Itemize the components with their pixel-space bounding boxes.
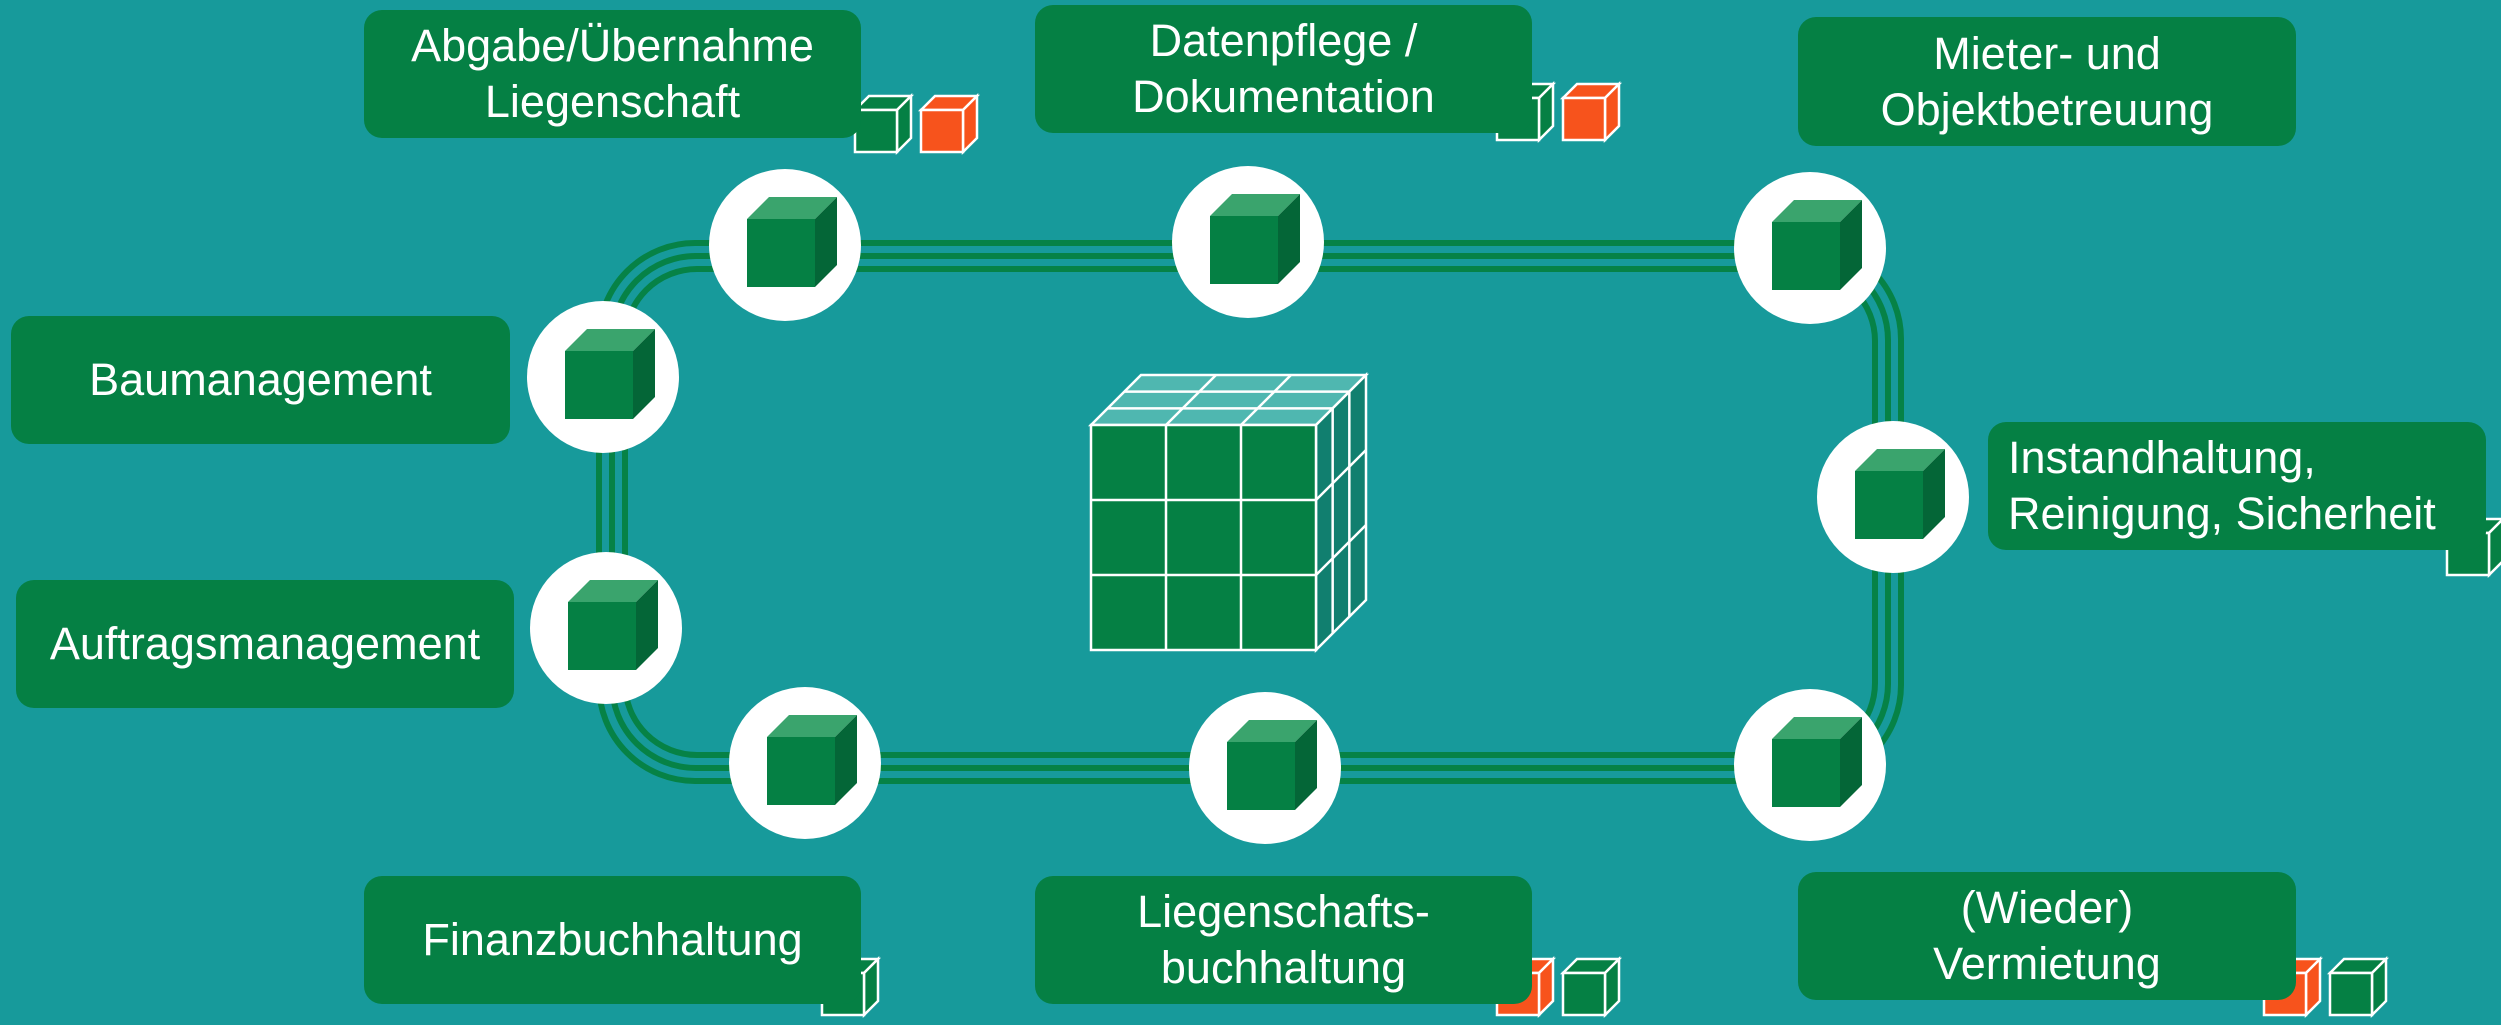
node-marker (1172, 166, 1324, 318)
label-line: Mieter- und (1933, 27, 2161, 79)
label-line: Liegenschafts- (1137, 886, 1430, 937)
label-abgabe-uebernahme: Abgabe/Übernahme Liegenschaft (364, 10, 861, 138)
cube-top-face (1772, 200, 1862, 222)
cube-front-face (767, 737, 835, 805)
cube-top-face (565, 329, 655, 351)
cube-side-face (1923, 449, 1945, 539)
central-cube-front (1089, 423, 1318, 652)
cube-icon (1210, 194, 1300, 284)
cube-top-face (1855, 449, 1945, 471)
badge-cube-green-icon (2326, 955, 2390, 1019)
node-marker (530, 552, 682, 704)
label-auftragsmanagement: Auftragsmanagement (16, 580, 514, 708)
label-baumanagement: Baumanagement (11, 316, 510, 444)
label-line: Baumanagement (89, 354, 432, 405)
label-line: (Wieder) (1960, 882, 2134, 933)
label-line: buchhaltung (1160, 942, 1407, 993)
label-wieder-vermietung: (Wieder) Vermietung (1798, 872, 2296, 1000)
cube-icon (568, 580, 658, 670)
label-line: Reinigung, Sicherheit (2008, 488, 2436, 539)
cube-icon (1855, 449, 1945, 539)
cube-front-face (919, 108, 965, 154)
grid-line (1315, 449, 1367, 501)
label-line: Auftragsmanagement (49, 618, 481, 669)
cube-top-face (1227, 720, 1317, 742)
label-liegenschaftsbuchhaltung: Liegenschafts- buchhaltung (1035, 876, 1532, 1004)
label-datenpflege: Datenpflege / Dokumentation (1035, 5, 1532, 133)
node-marker (1734, 689, 1886, 841)
central-cube-icon (1087, 371, 1370, 654)
node-marker (1734, 172, 1886, 324)
cube-top-face (1210, 194, 1300, 216)
cube-side-face (1840, 717, 1862, 807)
central-cube-side (1314, 371, 1368, 654)
cube-top-face (1772, 717, 1862, 739)
badge-cube-orange-icon (1559, 80, 1623, 144)
node-marker (729, 687, 881, 839)
label-finanzbuchhaltung: Finanzbuchhaltung (364, 876, 861, 1004)
cube-icon (747, 197, 837, 287)
cube-front-face (1772, 222, 1840, 290)
label-line: Abgabe/Übernahme (411, 20, 814, 71)
cube-front-face (1227, 742, 1295, 810)
cube-side-face (1278, 194, 1300, 284)
cube-front-face (568, 602, 636, 670)
cube-top-face (568, 580, 658, 602)
label-line: Liegenschaft (484, 76, 741, 127)
cube-side-face (815, 197, 837, 287)
node-marker (709, 169, 861, 321)
cube-icon (767, 715, 857, 805)
badge-cube-green-icon (851, 92, 915, 156)
node-marker (1189, 692, 1341, 844)
cube-side-face (633, 329, 655, 419)
cube-front-face (1561, 971, 1607, 1017)
label-line: Dokumentation (1132, 71, 1435, 122)
grid-line (1240, 374, 1292, 426)
label-line: Objektbetreuung (1880, 83, 2214, 135)
cube-front-face (565, 351, 633, 419)
cube-front-face (1561, 96, 1607, 142)
grid-line (1315, 524, 1367, 576)
label-mieter-objektbetreuung: Mieter- und Objektbetreuung (1798, 17, 2296, 146)
label-line: Instandhaltung, (2008, 432, 2316, 483)
cube-icon (1772, 200, 1862, 290)
cube-side-face (636, 580, 658, 670)
grid-line (1165, 374, 1217, 426)
cube-top-face (747, 197, 837, 219)
cube-icon (1227, 720, 1317, 810)
node-marker (1817, 421, 1969, 573)
cube-front-face (853, 108, 899, 154)
cube-front-face (747, 219, 815, 287)
cube-front-face (1855, 471, 1923, 539)
label-instandhaltung: Instandhaltung, Reinigung, Sicherheit (1988, 422, 2486, 550)
cube-side-face (835, 715, 857, 805)
badge-cube-orange-icon (917, 92, 981, 156)
node-marker (527, 301, 679, 453)
badge-cube-green-icon (1559, 955, 1623, 1019)
label-line: Datenpflege / (1149, 15, 1418, 66)
cube-front-face (1210, 216, 1278, 284)
cube-top-face (767, 715, 857, 737)
cube-icon (565, 329, 655, 419)
cube-front-face (2328, 971, 2374, 1017)
cube-side-face (1295, 720, 1317, 810)
label-line: Finanzbuchhaltung (422, 914, 803, 965)
cube-front-face (1772, 739, 1840, 807)
label-line: Vermietung (1933, 938, 2161, 989)
cube-icon (1772, 717, 1862, 807)
node-circles (527, 166, 1969, 844)
cube-side-face (1840, 200, 1862, 290)
